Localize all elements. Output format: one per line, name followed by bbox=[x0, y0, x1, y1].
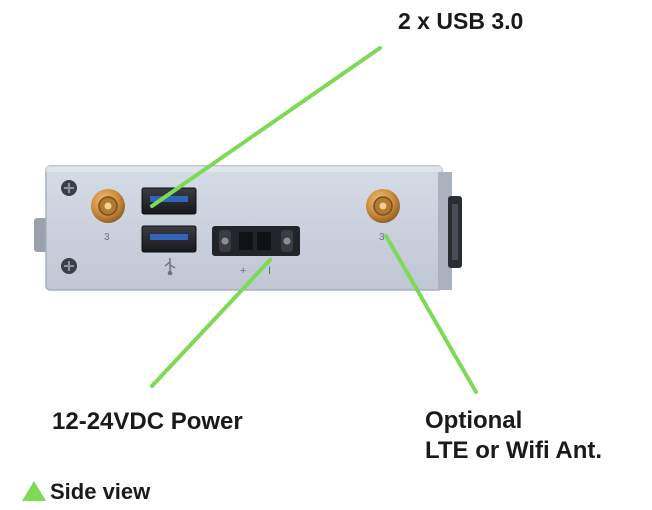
screw-bottom-left bbox=[61, 258, 77, 274]
callout-line-antenna bbox=[384, 234, 478, 394]
label-antenna-line-2: LTE or Wifi Ant. bbox=[425, 437, 603, 464]
usb-port-top bbox=[141, 187, 197, 215]
power-polarity-minus: I bbox=[268, 265, 271, 277]
callout-line-usb bbox=[150, 46, 382, 208]
label-power-input: 12-24VDC Power bbox=[52, 408, 243, 435]
triangle-up-icon bbox=[22, 481, 46, 501]
screw-top-left bbox=[61, 180, 77, 196]
caption-text: Side view bbox=[50, 479, 151, 504]
usb-port-bottom bbox=[141, 225, 197, 253]
caption: Side view bbox=[22, 478, 150, 506]
power-terminal-block bbox=[212, 226, 300, 256]
usb-icon bbox=[164, 258, 176, 276]
left-mount-tab bbox=[34, 218, 48, 252]
label-usb-ports: 2 x USB 3.0 bbox=[398, 8, 524, 34]
antenna-connector-left bbox=[91, 189, 125, 223]
callout-line-power bbox=[150, 258, 272, 388]
power-polarity-plus: + bbox=[240, 265, 246, 277]
connector-mark-right: 3 bbox=[379, 232, 385, 243]
antenna-connector-right bbox=[366, 189, 400, 223]
label-antenna-line-1: Optional bbox=[425, 407, 523, 434]
connector-mark-left: 3 bbox=[104, 232, 110, 243]
